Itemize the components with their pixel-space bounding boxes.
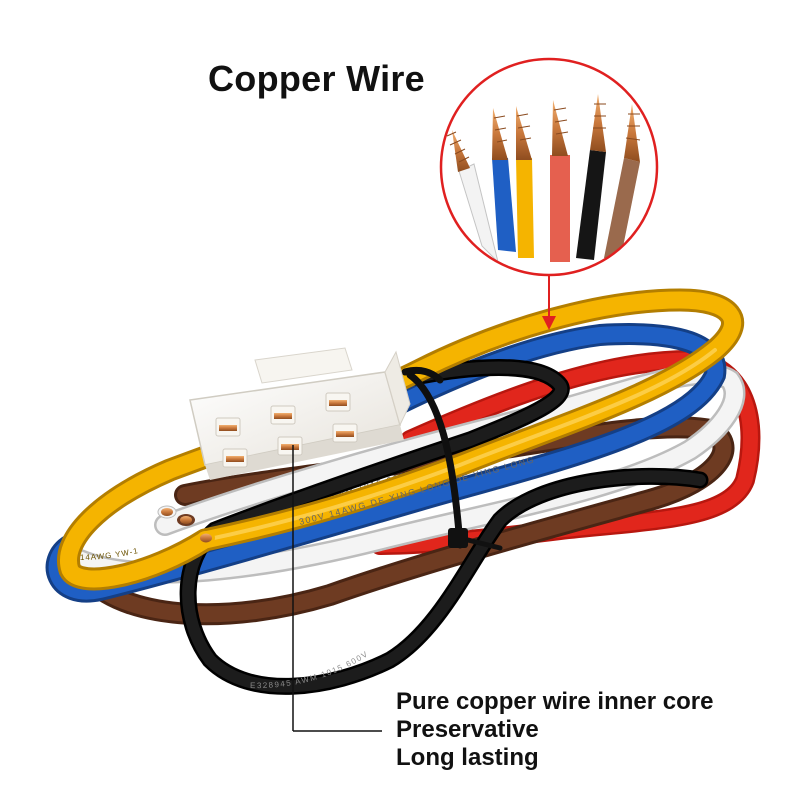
wire-bundle: AWM 1015 600V 14AWG DE XING LONG E328945… bbox=[45, 288, 761, 695]
connector-pins bbox=[215, 392, 358, 468]
svg-text:14AWG YW-1: 14AWG YW-1 bbox=[80, 546, 140, 562]
feature-item: Long lasting bbox=[396, 744, 539, 771]
feature-list: Pure copper wire inner core Preservative… bbox=[396, 688, 713, 772]
headline: Copper Wire bbox=[208, 58, 425, 99]
feature-item: Pure copper wire inner core bbox=[396, 688, 714, 715]
callout-leader-line bbox=[292, 445, 382, 732]
yellow-wire-print: 14AWG YW-1 bbox=[80, 546, 139, 562]
six-pin-connector bbox=[189, 347, 411, 480]
exposed-wire-ends bbox=[157, 505, 215, 545]
zoom-detail-circle bbox=[439, 57, 659, 277]
callout-arrow bbox=[542, 276, 556, 330]
feature-item: Preservative bbox=[396, 716, 539, 743]
cable-tie bbox=[401, 366, 503, 551]
